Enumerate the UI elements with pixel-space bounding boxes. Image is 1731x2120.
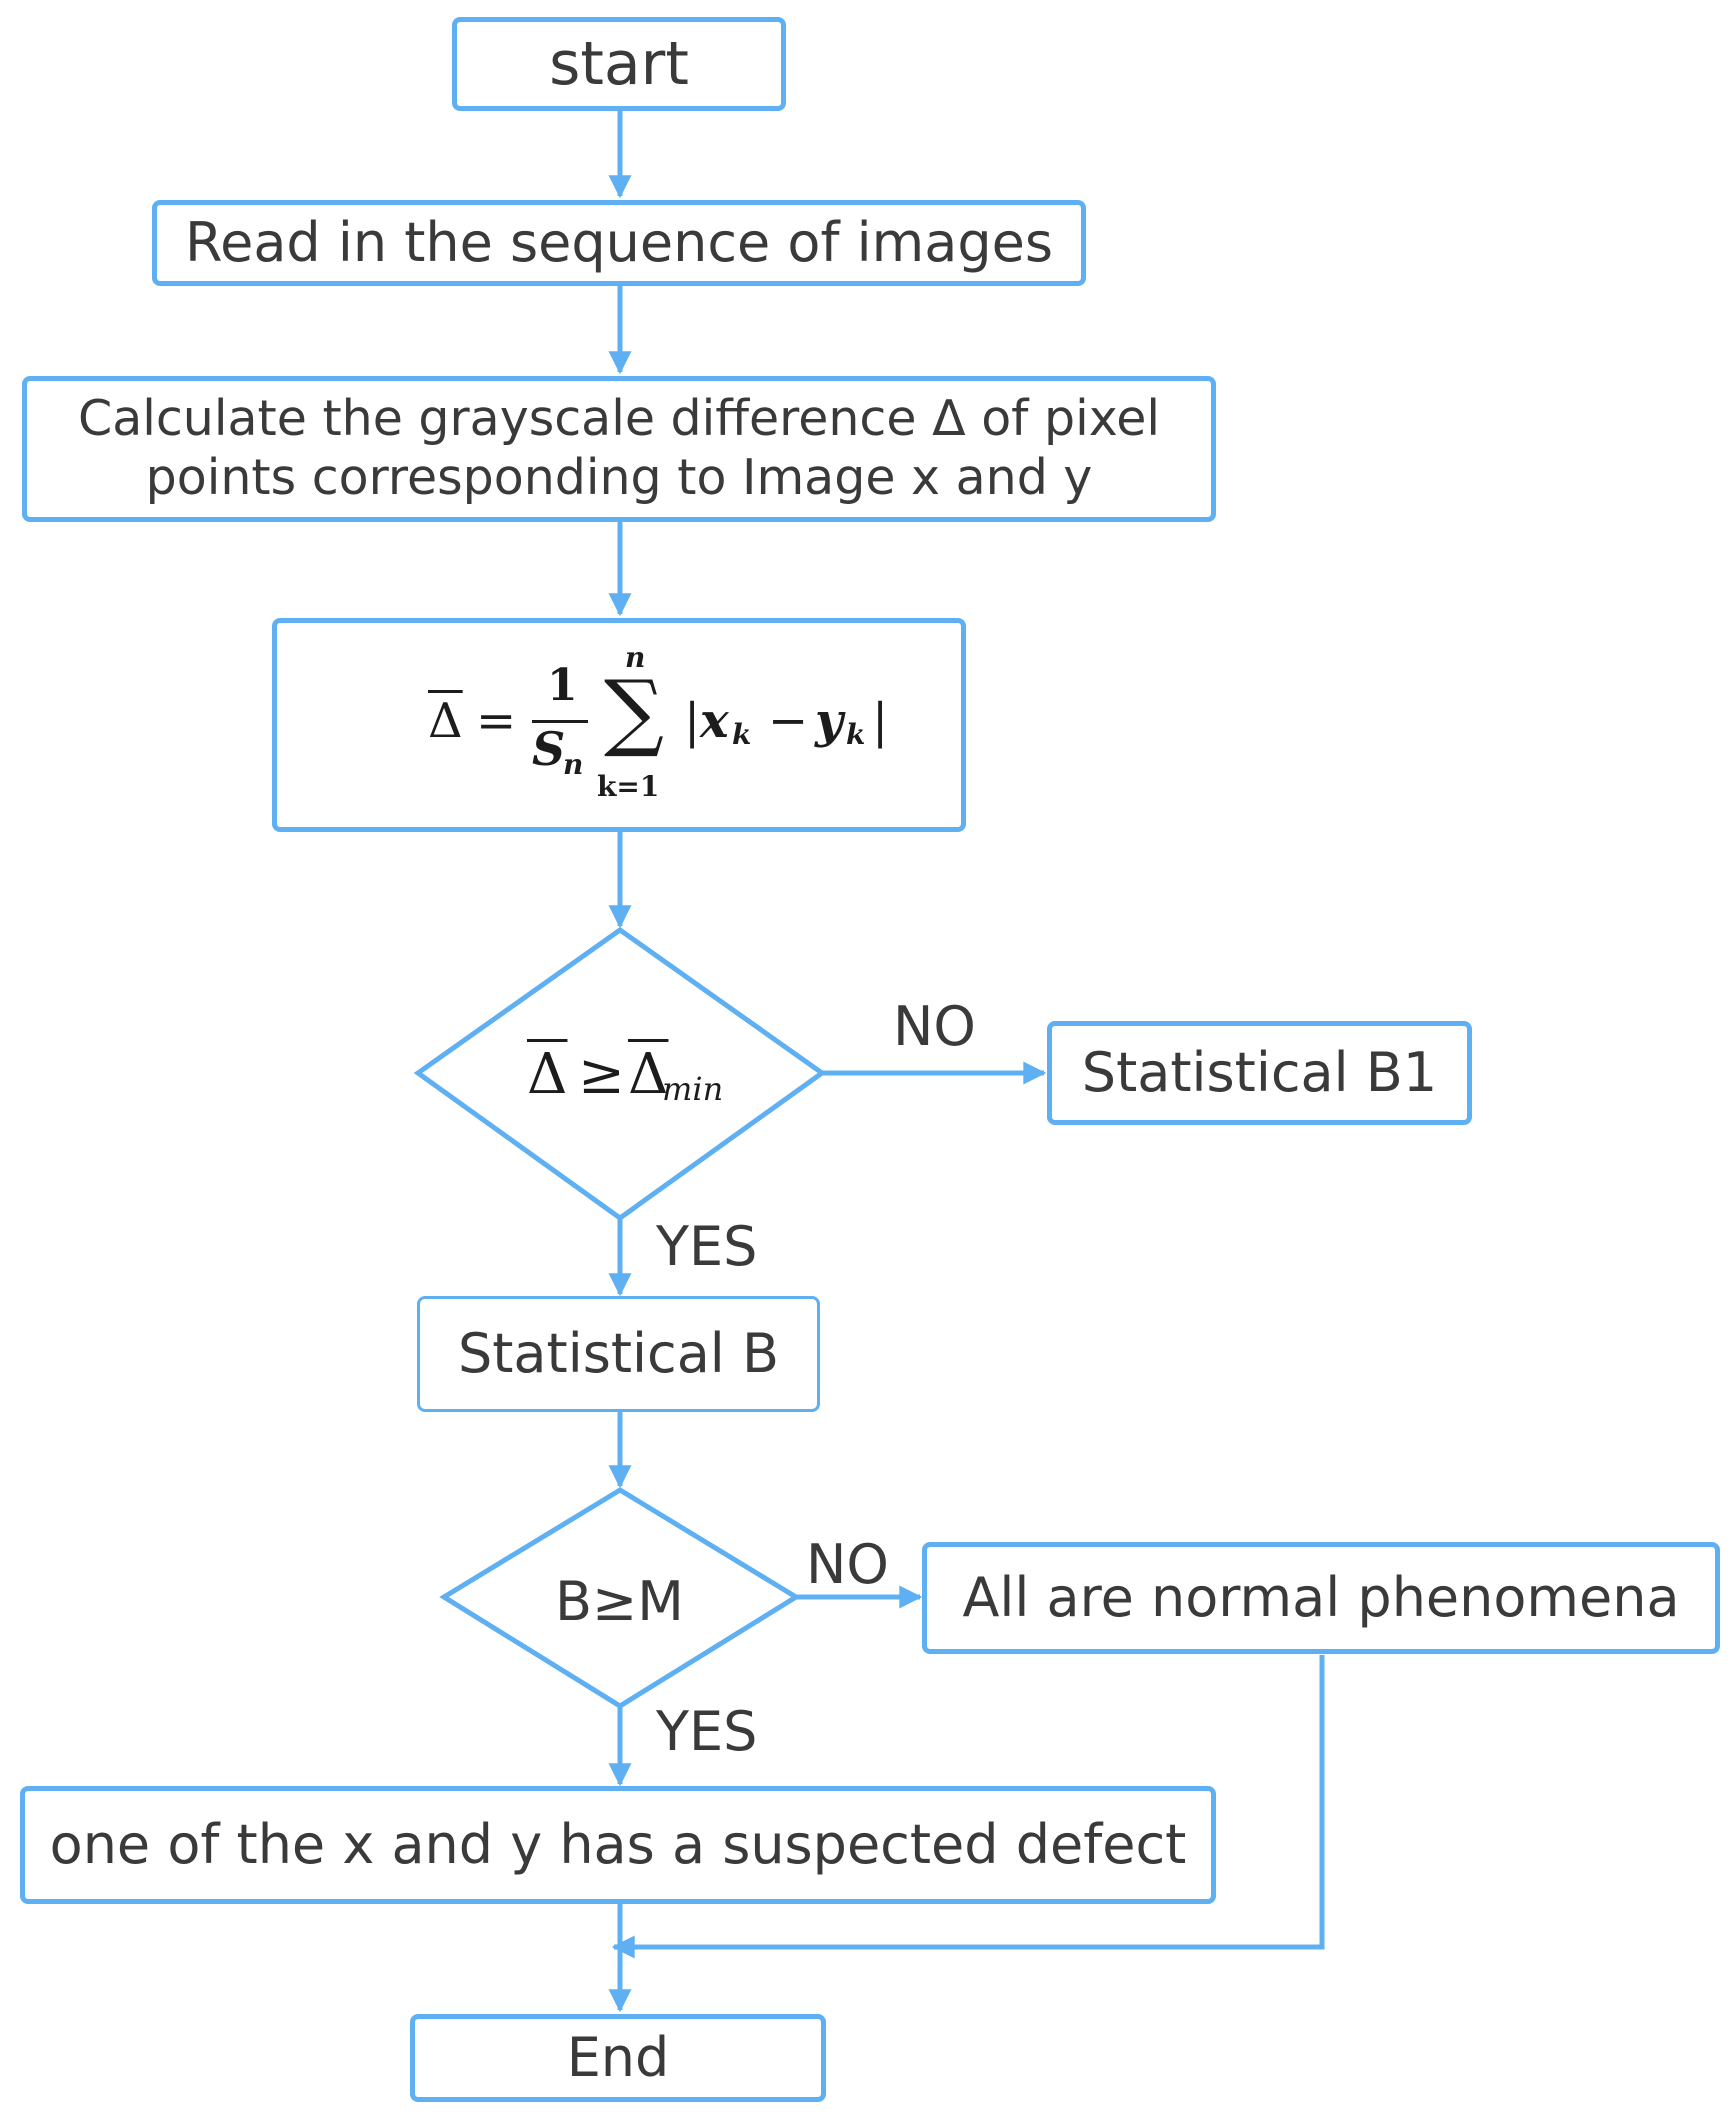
- formula-x-sub: k: [732, 718, 752, 751]
- read-images-label: Read in the sequence of images: [185, 210, 1053, 274]
- formula-y-sub: k: [846, 718, 866, 751]
- suspected-defect-node: one of the x and y has a suspected defec…: [20, 1786, 1216, 1904]
- statistical-b-node: Statistical B: [417, 1296, 820, 1412]
- formula-numerator: 1: [547, 660, 578, 711]
- formula-x: x: [700, 693, 729, 749]
- decision1-op: ≥: [578, 1042, 625, 1107]
- formula-sum-upper: n: [625, 641, 646, 674]
- formula-y: y: [815, 693, 843, 749]
- calc-difference-line1: Calculate the grayscale difference Δ of …: [78, 390, 1160, 448]
- statistical-b1-node: Statistical B1: [1047, 1021, 1472, 1125]
- start-label: start: [549, 28, 689, 99]
- formula-sum-symbol: ∑: [604, 662, 664, 760]
- decision1-lhs: Δ: [527, 1042, 568, 1107]
- calc-difference-line2: points corresponding to Image x and y: [145, 449, 1093, 506]
- formula-fraction-bar: [532, 720, 588, 723]
- decision2-yes-label: YES: [656, 1700, 758, 1763]
- calc-difference-node: Calculate the grayscale difference Δ of …: [22, 376, 1216, 522]
- formula-abs-open: |: [684, 693, 701, 749]
- formula-denominator-sub: n: [563, 748, 584, 781]
- end-label: End: [566, 2025, 670, 2089]
- decision2-condition: B≥M: [555, 1570, 684, 1633]
- suspected-defect-label: one of the x and y has a suspected defec…: [49, 1812, 1187, 1876]
- end-node: End: [410, 2014, 826, 2102]
- statistical-b-label: Statistical B: [457, 1321, 780, 1385]
- start-node: start: [452, 17, 786, 111]
- normal-phenomena-node: All are normal phenomena: [922, 1542, 1720, 1654]
- formula-abs-close: |: [872, 693, 889, 749]
- formula-minus: −: [768, 693, 809, 749]
- formula-equals: =: [476, 693, 517, 749]
- formula-lhs: Δ: [428, 693, 463, 749]
- mean-difference-formula: Δ = 1 S n n ∑ k=1 | x k − y k |: [0, 0, 1731, 803]
- decision1-yes-label: YES: [656, 1215, 758, 1278]
- decision2-diamond: [439, 1487, 801, 1709]
- formula-node: [272, 618, 966, 832]
- formula-denominator: S: [532, 722, 566, 776]
- decision2-no-label: NO: [806, 1533, 889, 1596]
- decision1-rhs: Δ: [628, 1042, 669, 1107]
- decision1-diamond: [413, 926, 827, 1222]
- decision1-no-label: NO: [893, 995, 976, 1058]
- formula-sum-lower: k=1: [597, 770, 660, 803]
- arrow-normal-to-end: [611, 1655, 1325, 1959]
- decision1-rhs-sub: min: [662, 1070, 724, 1108]
- statistical-b1-label: Statistical B1: [1081, 1040, 1438, 1104]
- read-images-node: Read in the sequence of images: [152, 200, 1086, 286]
- normal-phenomena-label: All are normal phenomena: [962, 1565, 1680, 1629]
